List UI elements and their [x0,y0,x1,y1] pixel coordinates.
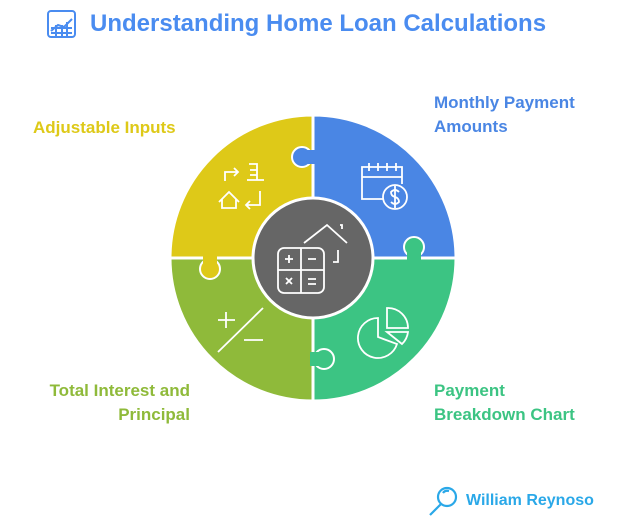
search-logo-icon [429,486,458,516]
calendar-dollar-icon [361,163,408,210]
plus-minus-icon [217,307,264,353]
calculator-house-icon [277,223,348,294]
label-adjustable-inputs: Adjustable Inputs [33,118,176,137]
pie-chart-icon [357,307,410,359]
title-icon [47,10,76,38]
center-hub [251,196,375,320]
inputs-exchange-icon [218,163,264,210]
author-name: William Reynoso [466,492,594,509]
page-title: Understanding Home Loan Calculations [90,10,547,37]
